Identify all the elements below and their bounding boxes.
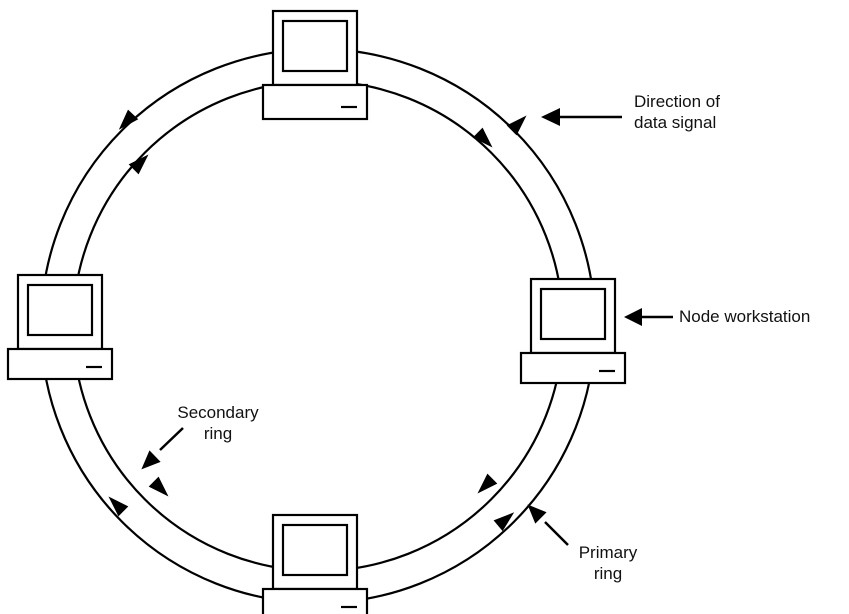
node-callout-arrow <box>624 308 673 326</box>
node-workstation-label: Node workstation <box>679 307 811 326</box>
secondary-ring-arrow <box>148 476 169 497</box>
primary-ring-arrow <box>118 109 139 130</box>
direction-label-line-2: data signal <box>634 113 717 132</box>
node-workstation-bottom <box>261 513 369 614</box>
primary-ring-arrow <box>506 115 527 136</box>
secondary-label-line-1: Secondary <box>177 403 259 422</box>
primary-label-line-2: ring <box>593 564 623 583</box>
node-workstation-left <box>6 273 114 381</box>
direction-callout-arrow <box>541 108 622 126</box>
secondary-label-line-2: ring <box>203 424 233 443</box>
secondary-ring-arrow <box>128 154 149 175</box>
secondary-ring <box>71 79 565 573</box>
node-workstation-top <box>261 9 369 121</box>
primary-callout-arrow <box>527 504 569 546</box>
direction-label: Direction of data signal <box>634 91 720 133</box>
primary-ring-label: Primary ring <box>560 542 656 584</box>
primary-label-line-1: Primary <box>578 543 638 562</box>
primary-ring-arrow <box>493 512 515 532</box>
secondary-ring-arrow <box>472 127 493 148</box>
secondary-ring-arrow <box>477 473 498 494</box>
secondary-ring-label: Secondary ring <box>163 402 273 444</box>
primary-ring-arrow <box>108 496 129 517</box>
direction-label-line-1: Direction of <box>634 92 720 111</box>
secondary-callout-arrow <box>141 427 184 470</box>
node-workstation-right <box>519 277 627 385</box>
